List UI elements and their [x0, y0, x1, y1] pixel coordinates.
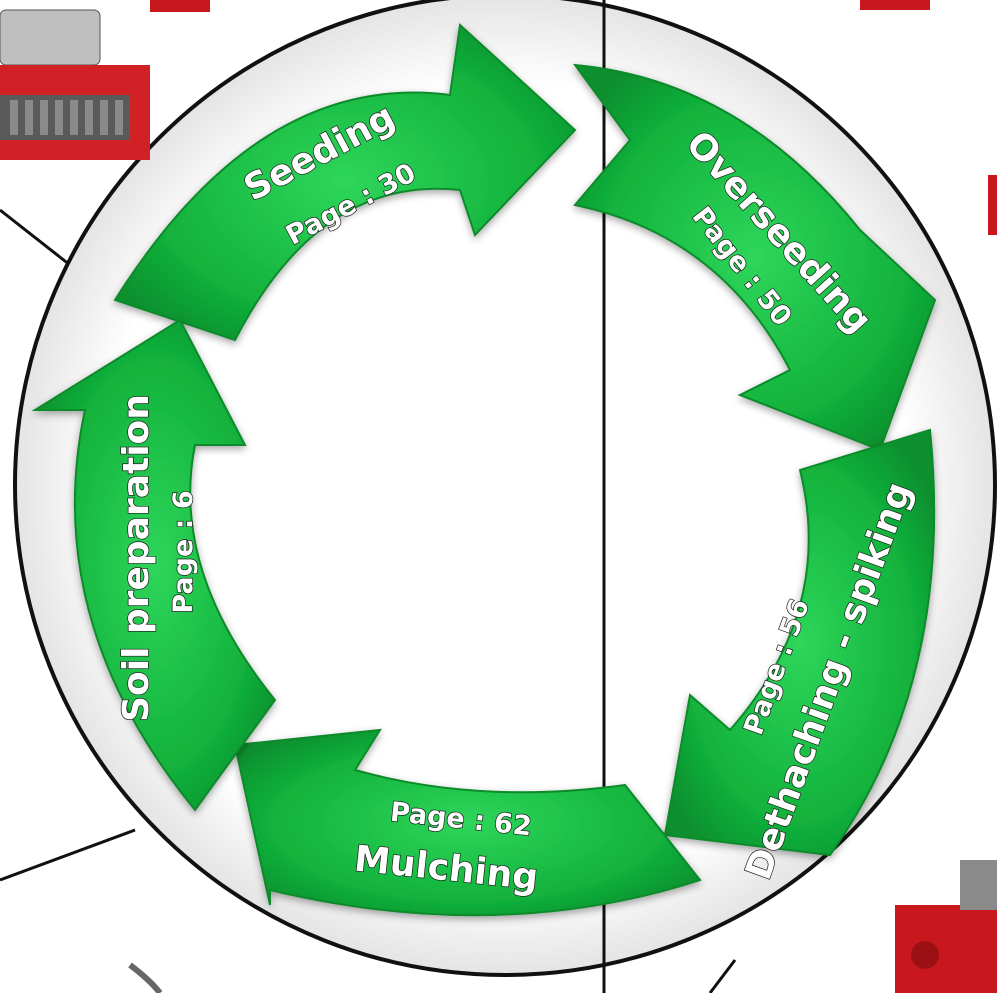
machine-image-bottom-right — [895, 860, 997, 993]
sector-dividers — [0, 208, 737, 993]
arrow-seeding[interactable] — [113, 22, 577, 342]
soil-preparation-title: Soil preparation — [116, 394, 157, 722]
machine-image-bottom-left — [128, 962, 163, 993]
arrow-soil-preparation[interactable] — [31, 318, 277, 812]
machine-image-right-edge — [988, 175, 997, 235]
label-soil-preparation: Soil preparation Page : 6 — [115, 393, 199, 722]
arrow-overseeding[interactable] — [572, 63, 937, 452]
arrow-mulching[interactable] — [233, 728, 702, 917]
soil-preparation-page: Page : 6 — [168, 490, 199, 613]
machine-image-top-right — [860, 0, 930, 10]
machine-image-top-center — [150, 0, 210, 12]
machine-image-top-left — [0, 9, 150, 160]
arrow-dethaching[interactable] — [663, 428, 936, 857]
